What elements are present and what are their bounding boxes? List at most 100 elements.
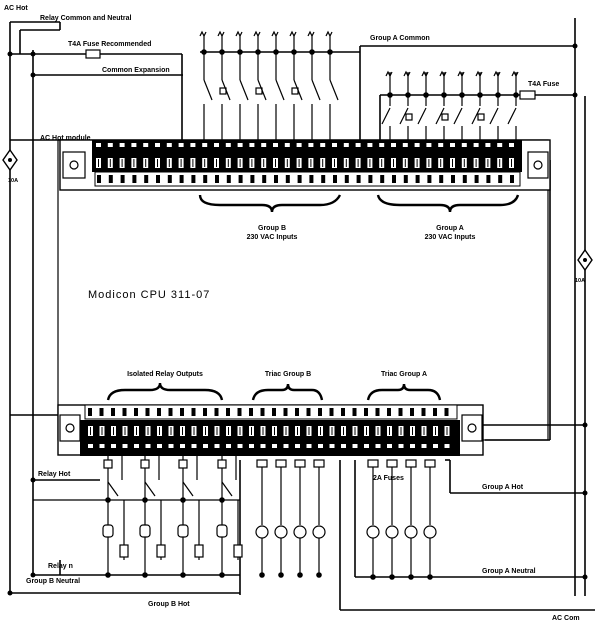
triac-b-load-3 — [312, 525, 326, 539]
input-switches-group-b — [199, 30, 339, 140]
triac-b-load-2 — [293, 525, 307, 539]
switch-b-blade-0 — [203, 79, 213, 101]
switch-a-contact-2 — [477, 113, 485, 121]
switch-b-arrow-7 — [325, 30, 333, 38]
top-term-slot-10 — [214, 143, 219, 147]
fuse-left — [85, 49, 101, 59]
switch-a-node-7 — [513, 92, 519, 98]
bot-term-slot-12 — [226, 444, 231, 448]
relay-fuse-3 — [217, 459, 227, 469]
switch-a-blade-3 — [435, 107, 445, 125]
top-terminal-marks — [96, 143, 514, 183]
label-triac-fuses: 2A Fuses — [373, 475, 404, 482]
triac-a-fuse-0 — [367, 459, 379, 468]
top-term-label-21 — [344, 175, 349, 183]
bot-term-label-17 — [283, 408, 288, 416]
switch-a-node-3 — [441, 92, 447, 98]
relay-coil-0 — [102, 524, 114, 538]
label-fuse-10a-left: 10A — [8, 178, 18, 184]
bot-term-label-28 — [410, 408, 414, 416]
top-term-slot-29 — [438, 143, 444, 147]
bottom-terminal-block — [57, 404, 484, 456]
switch-b-node-6 — [309, 49, 315, 55]
bot-term-label-26 — [387, 408, 391, 416]
top-term-label-24 — [380, 175, 385, 183]
bot-term-label-9 — [191, 408, 196, 416]
input-switches-group-a — [381, 70, 519, 140]
label-group-a-inputs-2: 230 VAC Inputs — [425, 234, 476, 241]
bot-term-label-6 — [157, 408, 161, 416]
triac-b-load-0 — [255, 525, 269, 539]
top-term-label-15 — [274, 175, 278, 183]
switch-b-arrow-2 — [235, 30, 243, 38]
top-term-slot-23 — [367, 143, 373, 147]
top-term-slot-16 — [284, 143, 290, 147]
bot-term-label-1 — [99, 408, 104, 416]
label-triac-group-b: Triac Group B — [265, 371, 311, 378]
switch-a-node-4 — [459, 92, 465, 98]
bot-term-label-0 — [88, 408, 92, 416]
bot-term-slot-28 — [410, 444, 415, 448]
top-term-label-4 — [144, 175, 149, 183]
top-term-label-25 — [392, 175, 396, 183]
switch-a-node-1 — [405, 92, 411, 98]
bot-term-slot-31 — [444, 444, 450, 448]
top-term-label-0 — [97, 175, 101, 183]
relay-load-3 — [233, 544, 243, 558]
top-term-label-18 — [309, 175, 314, 183]
top-term-slot-28 — [426, 143, 432, 147]
bot-term-label-5 — [145, 408, 150, 416]
top-term-slot-24 — [379, 143, 385, 147]
relay-contact-2 — [182, 481, 194, 497]
top-term-label-10 — [215, 175, 219, 183]
switch-a-blade-7 — [507, 107, 517, 125]
triac-b-fuse-3 — [313, 459, 325, 468]
bot-term-slot-8 — [180, 444, 185, 448]
top-term-label-13 — [250, 175, 255, 183]
triac-a-fuse-1 — [386, 459, 398, 468]
bot-term-slot-15 — [260, 444, 266, 448]
switch-b-node-0 — [201, 49, 207, 55]
top-term-slot-1 — [107, 143, 113, 147]
switch-a-arrow-0 — [385, 70, 393, 78]
triac-a-node-2 — [408, 574, 414, 580]
bot-term-slot-22 — [341, 444, 346, 448]
top-term-slot-17 — [296, 143, 302, 147]
top-term-label-8 — [191, 175, 196, 183]
label-relay-hot: Relay Hot — [38, 471, 71, 478]
triac-a-load-3 — [423, 525, 437, 539]
switch-a-arrow-3 — [439, 70, 447, 78]
bot-term-label-31 — [444, 408, 449, 416]
top-term-label-31 — [462, 175, 467, 183]
label-group-b-inputs-2: 230 VAC Inputs — [247, 234, 298, 241]
top-term-label-7 — [179, 175, 184, 183]
bot-term-slot-9 — [191, 444, 197, 448]
top-term-label-20 — [333, 175, 337, 183]
bot-term-label-25 — [375, 408, 380, 416]
triac-b-node-2 — [297, 572, 303, 578]
bot-term-slot-20 — [318, 444, 323, 448]
top-term-label-16 — [285, 175, 290, 183]
bot-term-label-21 — [329, 408, 334, 416]
top-term-label-22 — [356, 175, 361, 183]
relay-contact-1 — [144, 481, 156, 497]
bot-term-slot-11 — [214, 444, 220, 448]
top-term-label-32 — [474, 175, 479, 183]
top-term-label-34 — [498, 175, 503, 183]
switch-b-blade-4 — [275, 79, 285, 101]
triac-group-b-outputs — [255, 459, 326, 578]
bot-term-slot-18 — [295, 444, 300, 448]
triac-b-fuse-1 — [275, 459, 287, 468]
triac-a-node-3 — [427, 574, 433, 580]
switch-a-contact-1 — [441, 113, 449, 121]
top-term-slot-18 — [308, 143, 314, 147]
relay-fuse-0 — [103, 459, 113, 469]
label-ac-hot-top: AC Hot — [4, 5, 28, 12]
bot-term-slot-24 — [364, 444, 369, 448]
top-term-slot-3 — [131, 143, 137, 147]
bot-term-label-13 — [237, 408, 242, 416]
bot-term-label-4 — [134, 408, 138, 416]
switch-b-node-3 — [255, 49, 261, 55]
triac-b-node-0 — [259, 572, 265, 578]
label-relay-common-neutral: Relay Common and Neutral — [40, 15, 131, 22]
